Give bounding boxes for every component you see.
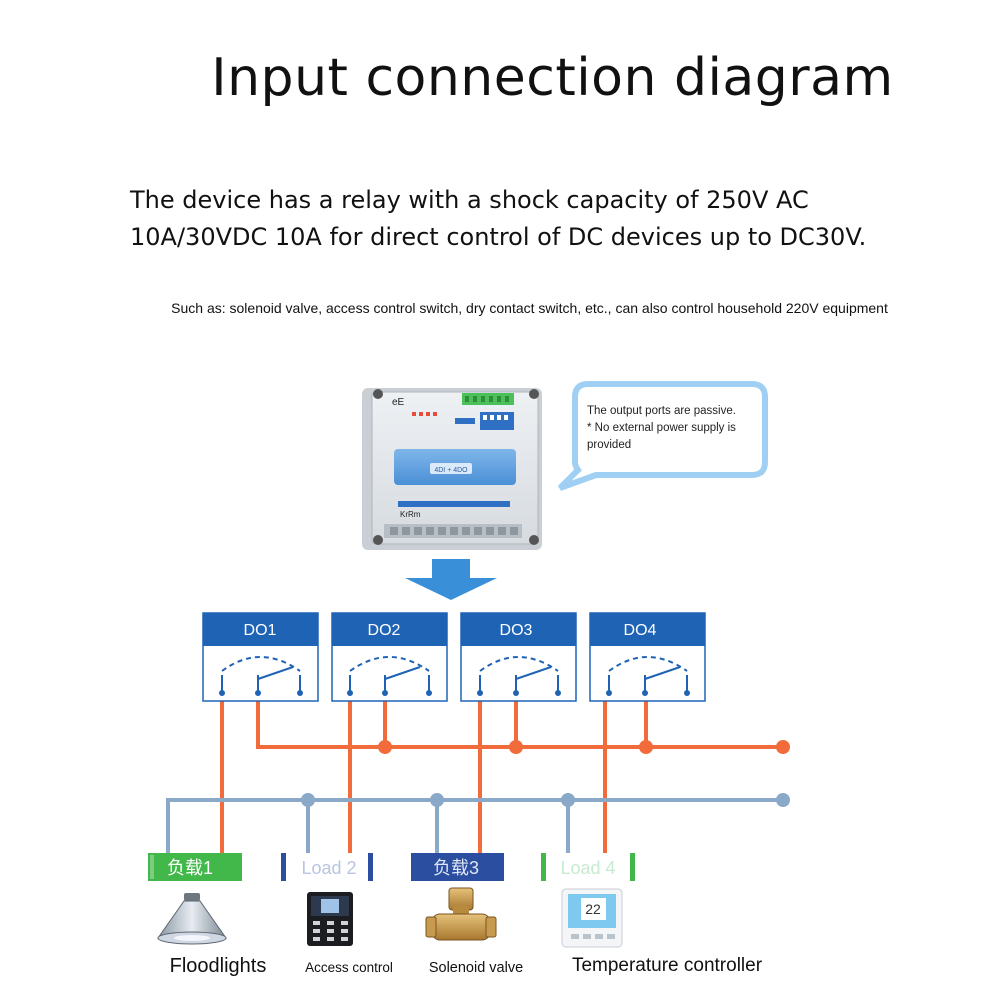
relay-module-device: eE 4DI + 4DO KrRm (362, 388, 542, 550)
device-badge: 4DI + 4DO (434, 467, 468, 474)
callout-line-1: The output ports are passive. (587, 405, 736, 417)
relay-switch-icon (347, 656, 432, 696)
callout-line-3: provided (587, 439, 631, 451)
load-tag-4: Load 4 (541, 853, 635, 881)
do-box-4: DO4 (589, 612, 706, 702)
description-line-1: The device has a relay with a shock capa… (130, 186, 809, 214)
load-tag-3: 负载3 (411, 853, 504, 881)
usage-note: Such as: solenoid valve, access control … (171, 300, 888, 316)
down-arrow-icon (405, 559, 497, 600)
load-name-solenoid-valve: Solenoid valve (429, 960, 523, 976)
load-tag-2: Load 2 (281, 853, 373, 881)
load-tag-label: Load 2 (301, 858, 356, 878)
do-box-1: DO1 (202, 612, 319, 702)
load-tag-label: Load 4 (560, 858, 615, 878)
load-name-temperature-controller: Temperature controller (572, 955, 763, 976)
description: The device has a relay with a shock capa… (130, 182, 866, 256)
blue-wires (166, 798, 783, 853)
callout-line-2: * No external power supply is (587, 422, 736, 434)
do-label: DO2 (368, 622, 401, 639)
device-brand: KrRm (400, 510, 421, 519)
load-tag-1: 负载1 (148, 853, 242, 881)
floodlight-icon (157, 893, 227, 945)
relay-switch-icon (606, 656, 690, 696)
screw-icon (373, 389, 383, 399)
do-label: DO1 (244, 622, 277, 639)
orange-wires (220, 700, 783, 853)
do-label: DO4 (624, 622, 657, 639)
screw-icon (373, 535, 383, 545)
device-logo: eE (392, 397, 405, 408)
relay-switch-icon (219, 656, 303, 696)
thermostat-icon: 22 (561, 888, 623, 948)
do-box-3: DO3 (460, 612, 577, 702)
load-name-floodlights: Floodlights (170, 955, 267, 977)
callout-bubble: The output ports are passive. * No exter… (557, 381, 768, 491)
description-line-2: 10A/30VDC 10A for direct control of DC d… (130, 223, 867, 251)
relay-switch-icon (477, 656, 561, 696)
thermostat-display: 22 (585, 901, 601, 917)
page-title: Input connection diagram (211, 48, 894, 108)
load-name-access-control: Access control (305, 960, 393, 975)
screw-icon (529, 535, 539, 545)
load-tag-label: 负载1 (167, 858, 213, 878)
dip-switch (480, 412, 514, 430)
access-control-icon (307, 892, 353, 946)
load-tag-label: 负载3 (433, 858, 479, 878)
do-label: DO3 (500, 622, 533, 639)
do-box-2: DO2 (331, 612, 448, 702)
screw-icon (529, 389, 539, 399)
solenoid-valve-icon (425, 887, 497, 941)
